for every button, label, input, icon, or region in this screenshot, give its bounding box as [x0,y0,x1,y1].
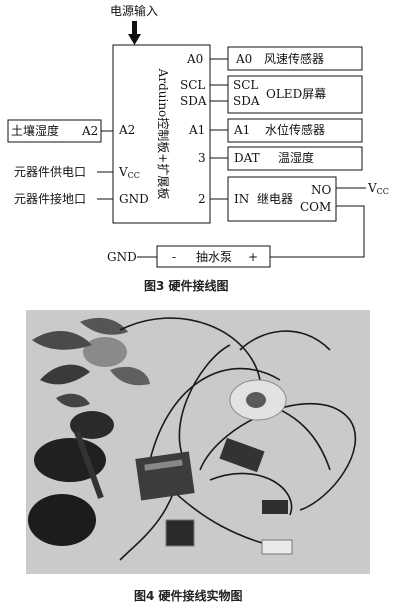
pin-3: 3 [198,151,206,165]
power-input-arrow [128,21,141,45]
pump-name: 抽水泵 [196,250,232,264]
wind-sensor-name: 风速传感器 [264,51,324,66]
pin-2: 2 [198,192,206,206]
component-ground-label: 元器件接地口 [14,191,86,206]
temp-humidity-pin: DAT [234,151,260,165]
pump-gnd-label: GND [107,250,137,264]
water-sensor-name: 水位传感器 [265,122,325,137]
pin-a0: A0 [186,52,203,66]
pin-sda: SDA [180,94,207,108]
hardware-photo [26,310,370,574]
relay-name: 继电器 [257,192,293,206]
pin-a2: A2 [118,123,135,137]
wind-sensor-block [227,46,363,71]
water-sensor-pin: A1 [233,123,250,137]
temp-sensor-photo [261,539,293,555]
pin-scl: SCL [180,78,205,92]
power-input-label: 电源输入 [110,3,158,18]
pump-block [156,245,271,268]
pin-gnd: GND [119,192,149,206]
relay-no: NO [311,183,332,197]
water-sensor-block [227,118,363,143]
arduino-board [112,44,211,224]
pump-plus: + [248,250,258,264]
oled-name: OLED屏幕 [266,87,326,101]
wiring-diagram: 电源输入 Arduino控制板+扩展板 A0 SCL SDA A1 3 2 A2… [7,3,389,268]
pin-vcc: VCC [118,165,140,180]
board-label: Arduino控制板+扩展板 [156,68,170,200]
figure-3-caption: 图3 硬件接线图 [144,278,229,293]
water-container [229,379,287,421]
soil-humidity-pin: A2 [81,124,98,138]
figure-4-caption: 图4 硬件接线实物图 [134,588,243,603]
oled-pin-sda: SDA [233,94,260,108]
relay-vcc-label: VCC [367,181,389,196]
pin-a1: A1 [188,123,205,137]
oled-pin-scl: SCL [233,78,258,92]
anemometer [28,411,114,546]
component-power-label: 元器件供电口 [14,165,86,179]
relay-pin-in: IN [234,192,249,206]
relay-com: COM [300,200,331,214]
temp-humidity-block [227,146,363,171]
wind-sensor-pin: A0 [235,52,252,66]
relay-block [227,176,337,222]
plant-leaves [32,317,150,408]
temp-humidity-name: 温湿度 [278,150,314,165]
relay-photo [262,500,288,514]
oled-photo [165,519,195,547]
soil-humidity-label: 土壤湿度 [11,123,59,138]
oled-block [227,75,363,114]
pump-minus: - [172,250,176,264]
battery [219,437,265,473]
arduino-photo [135,451,195,501]
